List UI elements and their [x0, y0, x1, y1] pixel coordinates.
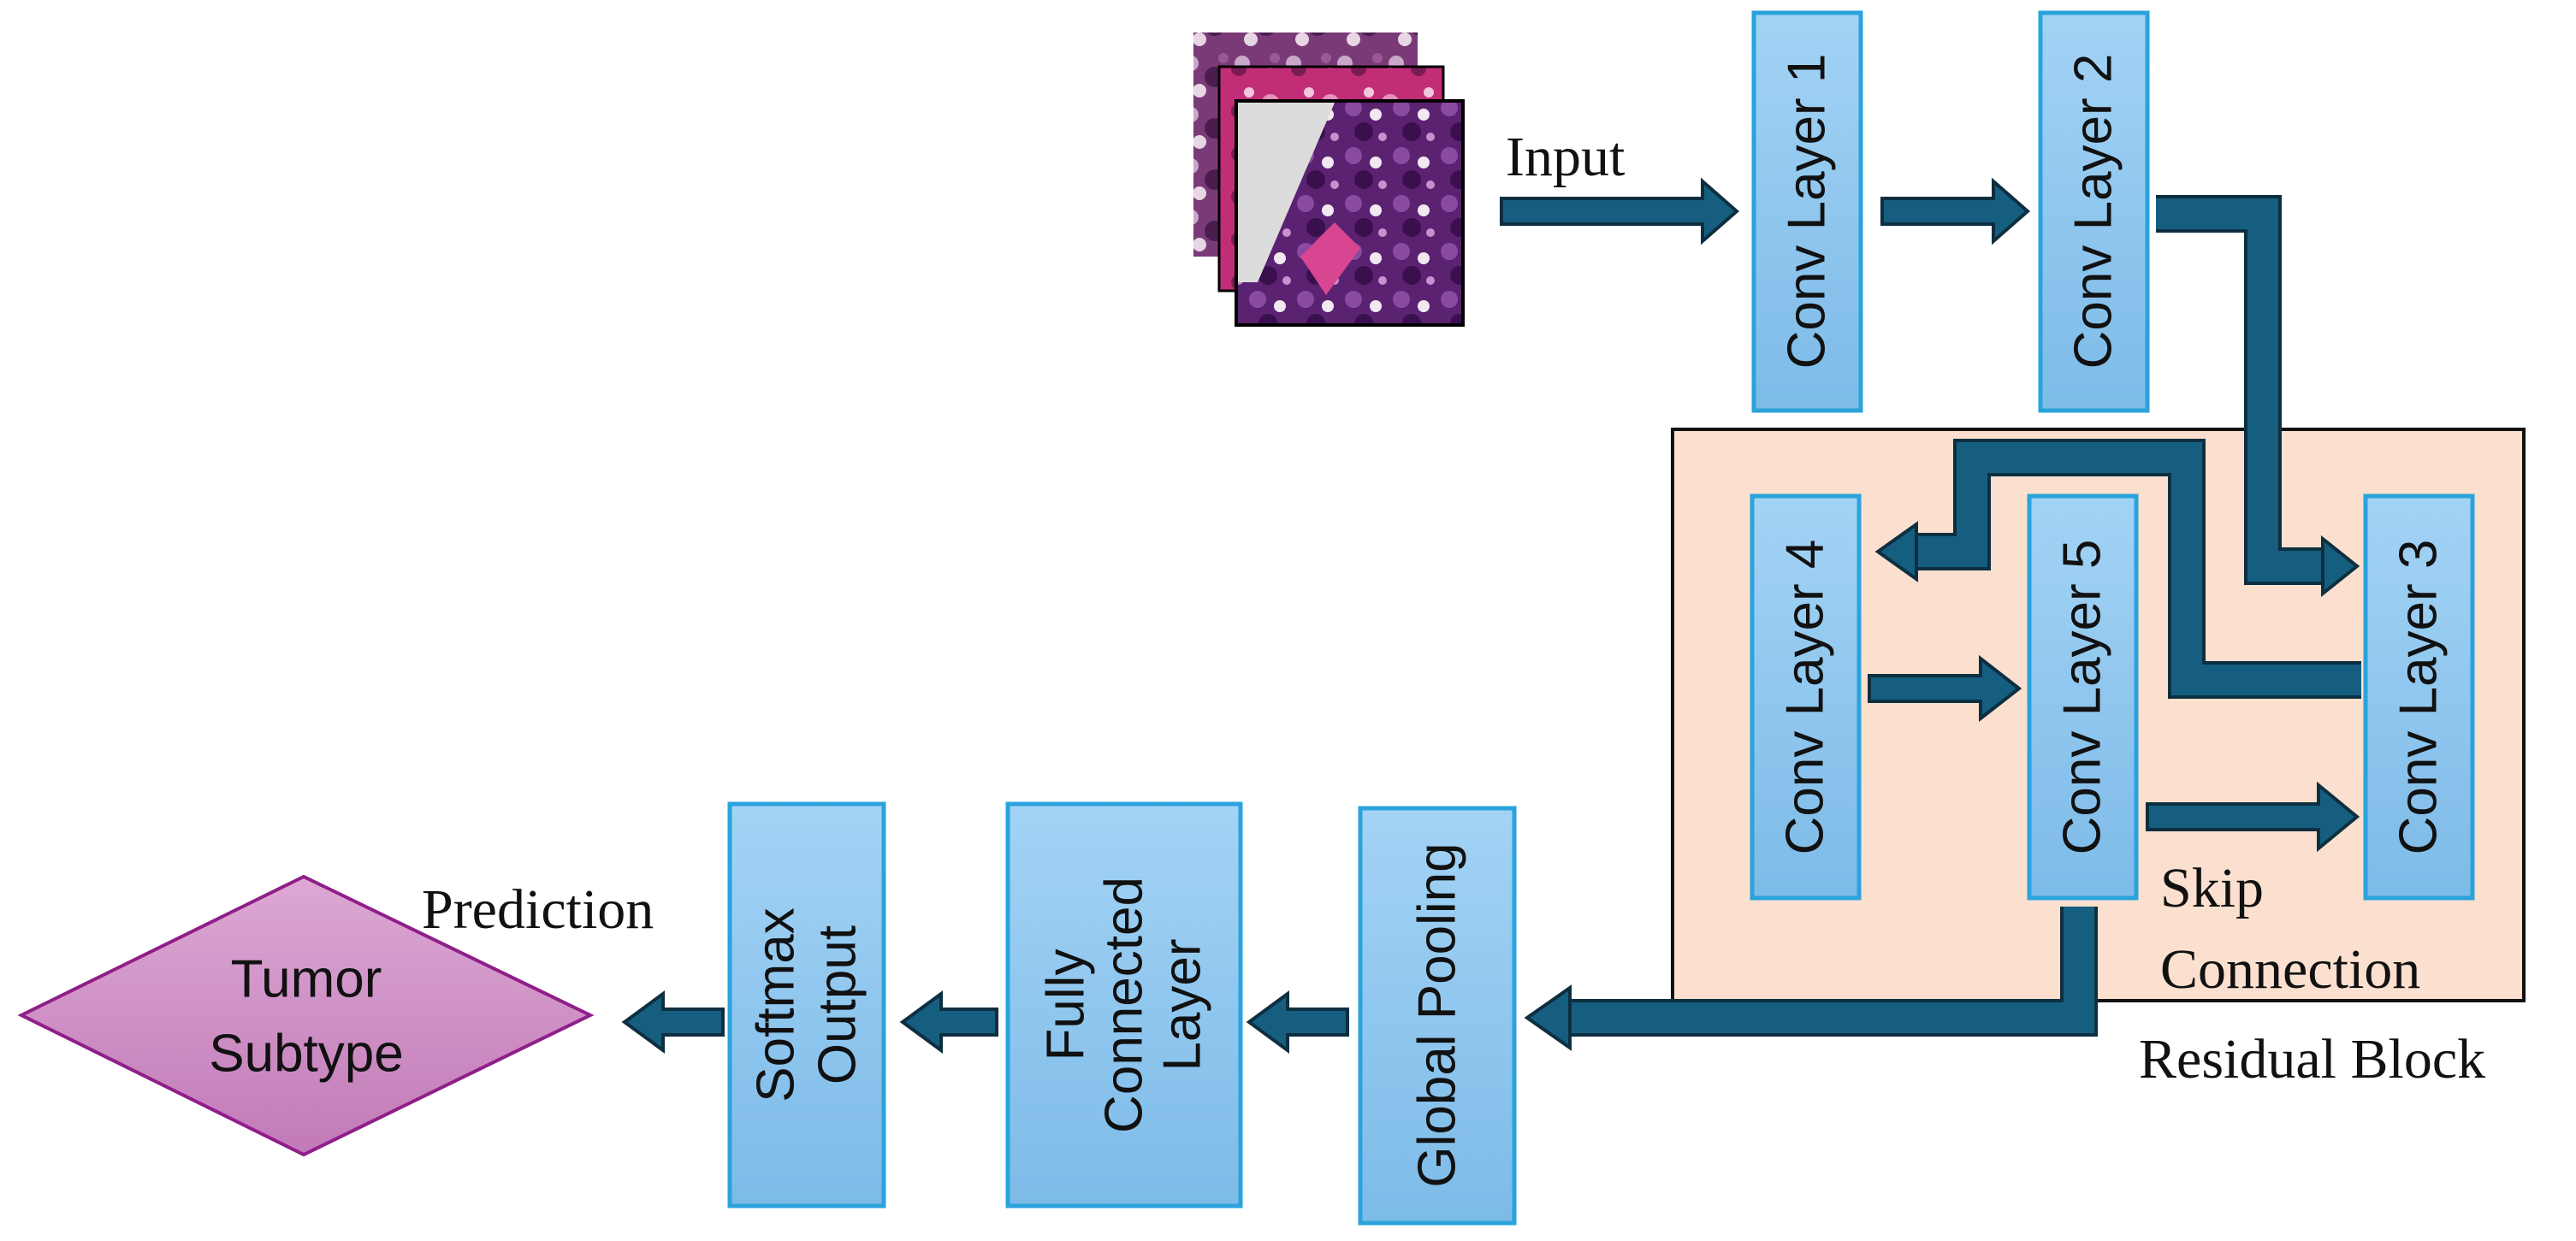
input-label: Input	[1506, 126, 1625, 188]
conv2-to-conv3-connector	[2156, 195, 2360, 598]
fully-connected-label-line-2: Connected	[1095, 877, 1154, 1133]
softmax-output-box: Softmax Output	[727, 801, 886, 1208]
histopathology-image-stack-icon	[1193, 33, 1465, 327]
conv-layer-5-box: Conv Layer 5	[2027, 493, 2139, 901]
conv-layer-4-label: Conv Layer 4	[1776, 540, 1835, 855]
conv4-to-conv5-arrow	[1868, 654, 2022, 723]
tumor-subtype-output-node: Tumor Subtype	[17, 874, 595, 1157]
conv3-to-conv4-connector	[1874, 439, 2361, 699]
conv-layer-1-label: Conv Layer 1	[1778, 54, 1837, 369]
fully-connected-label-line-1: Fully	[1037, 949, 1096, 1061]
fc-to-softmax-arrow	[899, 990, 998, 1054]
softmax-label-line-1: Softmax	[747, 907, 806, 1102]
fully-connected-box: Fully Connected Layer	[1005, 801, 1243, 1208]
conv-layer-3-box: Conv Layer 3	[2363, 493, 2475, 901]
conv-layer-1-box: Conv Layer 1	[1751, 10, 1863, 413]
conv-layer-5-label: Conv Layer 5	[2053, 540, 2112, 855]
skip-connection-label-line-2: Connection	[2160, 938, 2420, 1001]
global-pooling-box: Global Pooling	[1358, 806, 1517, 1226]
input-arrow	[1500, 177, 1740, 245]
softmax-to-prediction-arrow	[621, 990, 725, 1054]
conv-layer-3-label: Conv Layer 3	[2389, 540, 2449, 855]
skip-connection-arrow	[2146, 781, 2360, 853]
skip-connection-label-line-1: Skip	[2160, 857, 2264, 919]
fully-connected-label-line-3: Layer	[1153, 938, 1212, 1071]
softmax-label-line-2: Output	[808, 925, 868, 1084]
pooling-to-fc-arrow	[1246, 990, 1349, 1054]
residual-block-label: Residual Block	[2139, 1028, 2485, 1090]
global-pooling-label: Global Pooling	[1408, 842, 1467, 1187]
tumor-subtype-label-line-2: Subtype	[209, 1025, 404, 1084]
conv-layer-4-box: Conv Layer 4	[1750, 493, 1862, 901]
conv1-to-conv2-arrow	[1880, 177, 2031, 245]
conv-layer-2-label: Conv Layer 2	[2064, 54, 2123, 369]
conv-layer-2-box: Conv Layer 2	[2038, 10, 2150, 413]
conv5-to-global-pooling-connector	[1524, 907, 2098, 1051]
prediction-label: Prediction	[422, 878, 654, 941]
tumor-subtype-label-line-1: Tumor	[231, 950, 382, 1009]
